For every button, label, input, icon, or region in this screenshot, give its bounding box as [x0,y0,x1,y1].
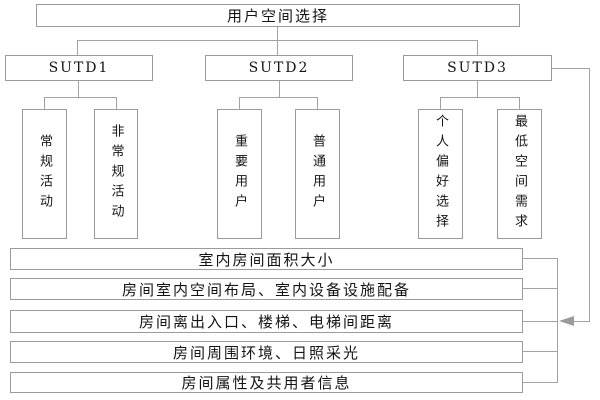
criterion-room-distance-to-exits: 房间离出入口、楼梯、电梯间距离 [10,310,523,333]
criterion-room-area-size: 室内房间面积大小 [10,248,523,270]
node-minimum-space-demand: 最低空间需求 [497,109,542,239]
connector-drop-regular [44,97,45,109]
connector-sutd3-stem [477,81,478,97]
criterion-room-environment-lighting: 房间周围环境、日照采光 [10,341,523,363]
connector-bar5-stub [523,382,558,383]
node-regular-activities: 常规活动 [22,109,67,239]
connector-sutd2-stem [279,81,280,97]
connector-sutd2-branch [239,97,318,98]
connector-drop-sutd1 [77,40,78,55]
connector-drop-minspace [519,97,520,109]
connector-drop-important [239,97,240,109]
connector-bar4-stub [523,351,558,352]
criterion-room-attributes-co-users: 房间属性及共用者信息 [10,372,523,393]
node-personal-preference-selection: 个人偏好选择 [418,109,463,239]
connector-sutd1-stem [78,81,79,97]
connector-bar1-stub [523,258,558,259]
connector-sutd3-out [552,68,590,69]
node-ordinary-users: 普通用户 [295,109,340,239]
node-user-space-selection: 用户空间选择 [36,4,520,27]
connector-drop-ordinary [317,97,318,109]
connector-root-stem [277,26,278,40]
connector-drop-sutd3 [477,40,478,55]
node-sutd3: SUTD3 [403,55,552,81]
connector-drop-preference [440,97,441,109]
connector-drop-irregular [116,97,117,109]
connector-sutd3-branch [440,97,520,98]
connector-sutd1-branch [44,97,117,98]
connector-arrow-line [574,321,590,322]
node-sutd2: SUTD2 [205,55,353,81]
node-irregular-activities: 非常规活动 [94,109,138,239]
connector-drop-sutd2 [277,40,278,55]
connector-bars-junction [557,258,558,383]
criterion-room-layout-facilities: 房间室内空间布局、室内设备设施配备 [10,278,523,300]
node-sutd1: SUTD1 [5,55,153,81]
connector-bar3-stub [523,321,558,322]
node-important-users: 重要用户 [217,109,262,239]
connector-bar2-stub [523,288,558,289]
connector-right-vertical [589,68,590,322]
arrowhead-left-icon [559,316,574,326]
